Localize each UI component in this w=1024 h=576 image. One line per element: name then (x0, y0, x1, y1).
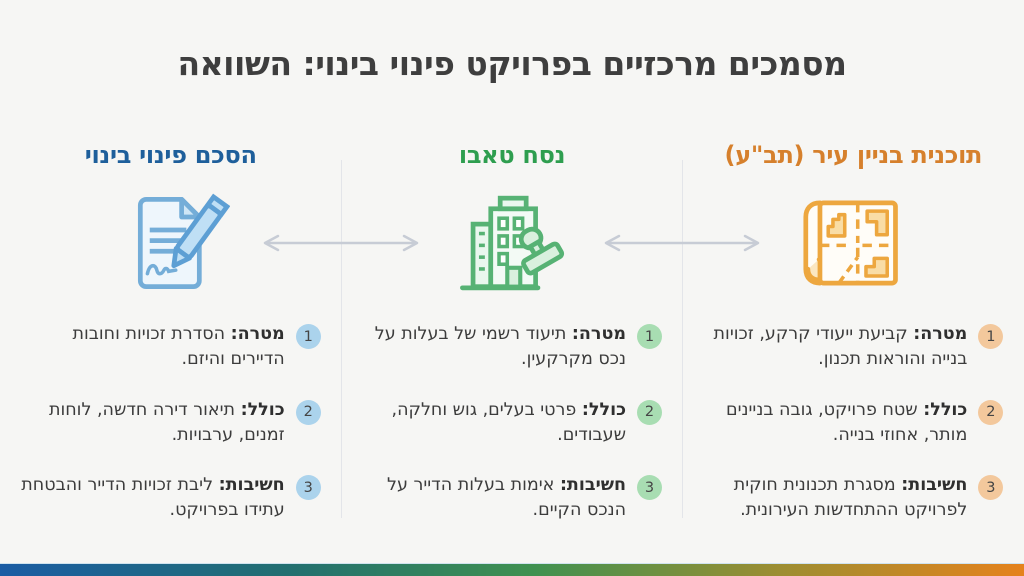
double-arrow-icon (263, 234, 419, 252)
building-stamp-icon (453, 184, 571, 302)
item-label: חשיבות: (559, 475, 627, 496)
item-text: כולל: שטח פרויקט, גובה בניינים מותר, אחו… (703, 398, 967, 448)
list-item: 3 חשיבות: מסגרת תכנונית חוקית לפרויקט הה… (703, 473, 1004, 523)
footer-gradient-bar (0, 564, 1024, 576)
list-item: 1 מטרה: הסדרת זכויות וחובות הדיירים והיז… (21, 322, 321, 372)
item-body: מסגרת תכנונית חוקית לפרויקט ההתחדשות העי… (733, 475, 968, 521)
item-label: מטרה: (913, 324, 968, 344)
list-item: 3 חשיבות: ליבת זכויות הדייר והבטחת עתידו… (21, 473, 321, 523)
item-text: כולל: פרטי בעלים, גוש וחלקה, שעבודים. (362, 398, 626, 448)
item-list: 1 מטרה: הסדרת זכויות וחובות הדיירים והיז… (21, 322, 321, 523)
item-body: קביעת ייעודי קרקע, זכויות בנייה והוראות … (713, 324, 968, 369)
column-header: תוכנית בניין עיר (תב"ע) (724, 141, 983, 169)
list-item: 2 כולל: תיאור דירה חדשה, לוחות זמנים, ער… (21, 398, 321, 448)
column-header: נסח טאבו (458, 141, 566, 169)
list-item: 1 מטרה: קביעת ייעודי קרקע, זכויות בנייה … (703, 322, 1004, 372)
column-divider (682, 160, 683, 518)
step-number-badge: 3 (637, 475, 663, 501)
item-label: חשיבות: (218, 475, 285, 496)
item-text: חשיבות: אימות בעלות הדייר על הנכס הקיים. (362, 473, 626, 523)
column-divider (341, 160, 342, 518)
step-number-badge: 3 (978, 475, 1004, 501)
item-label: מטרה: (571, 324, 627, 344)
item-list: 1 מטרה: קביעת ייעודי קרקע, זכויות בנייה … (703, 322, 1004, 523)
item-body: תיעוד רשמי של בעלות על נכס מקרקעין. (374, 324, 627, 369)
column-land-registry: נסח טאבו (341, 138, 682, 523)
item-body: הסדרת זכויות וחובות הדיירים והיזם. (72, 324, 285, 369)
step-number-badge: 1 (637, 324, 663, 349)
item-label: חשיבות: (901, 475, 968, 496)
item-body: שטח פרויקט, גובה בניינים מותר, אחוזי בני… (725, 399, 968, 445)
item-body: תיאור דירה חדשה, לוחות זמנים, ערבויות. (48, 399, 285, 445)
item-label: כולל: (240, 399, 285, 420)
list-item: 2 כולל: שטח פרויקט, גובה בניינים מותר, א… (703, 398, 1004, 448)
item-body: פרטי בעלים, גוש וחלקה, שעבודים. (391, 399, 627, 445)
double-arrow-icon (604, 234, 760, 252)
item-text: חשיבות: מסגרת תכנונית חוקית לפרויקט ההתח… (703, 473, 968, 523)
list-item: 2 כולל: פרטי בעלים, גוש וחלקה, שעבודים. (362, 398, 663, 448)
item-text: כולל: תיאור דירה חדשה, לוחות זמנים, ערבו… (21, 398, 285, 448)
list-item: 1 מטרה: תיעוד רשמי של בעלות על נכס מקרקע… (362, 322, 663, 372)
step-number-badge: 2 (295, 399, 321, 425)
column-city-plan: תוכנית בניין עיר (תב"ע) (683, 138, 1024, 523)
step-number-badge: 3 (295, 475, 321, 501)
column-agreement: הסכם פינוי בינוי (0, 138, 341, 523)
item-text: מטרה: הסדרת זכויות וחובות הדיירים והיזם. (21, 322, 285, 372)
document-pen-icon (112, 184, 230, 302)
step-number-badge: 2 (637, 399, 663, 425)
step-number-badge: 2 (978, 399, 1004, 425)
item-body: ליבת זכויות הדייר והבטחת עתידו בפרויקט. (21, 475, 285, 521)
item-label: כולל: (923, 399, 968, 420)
step-number-badge: 1 (978, 324, 1004, 349)
item-body: אימות בעלות הדייר על הנכס הקיים. (387, 475, 627, 521)
city-plan-map-icon (794, 184, 912, 302)
list-item: 3 חשיבות: אימות בעלות הדייר על הנכס הקיי… (362, 473, 663, 523)
item-text: מטרה: קביעת ייעודי קרקע, זכויות בנייה וה… (703, 322, 968, 372)
item-text: חשיבות: ליבת זכויות הדייר והבטחת עתידו ב… (21, 473, 285, 523)
item-list: 1 מטרה: תיעוד רשמי של בעלות על נכס מקרקע… (362, 322, 663, 523)
item-label: מטרה: (230, 324, 285, 344)
column-header: הסכם פינוי בינוי (84, 141, 257, 169)
item-text: מטרה: תיעוד רשמי של בעלות על נכס מקרקעין… (362, 322, 626, 372)
step-number-badge: 1 (295, 324, 321, 349)
page-title: מסמכים מרכזיים בפרויקט פינוי בינוי: השוו… (177, 44, 847, 83)
comparison-columns: תוכנית בניין עיר (תב"ע) (0, 138, 1024, 523)
item-label: כולל: (581, 399, 627, 420)
